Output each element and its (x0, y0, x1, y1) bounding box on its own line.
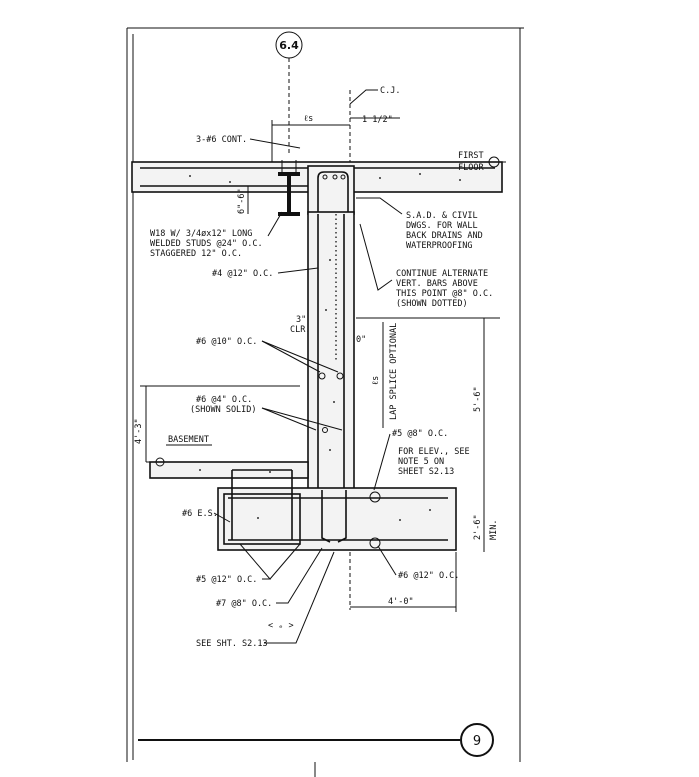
dim-four-zero: 4'-0" (388, 597, 414, 607)
note-cont-alt-3: THIS POINT @8" O.C. (396, 289, 493, 299)
note-n5-8: #5 @8" O.C. (392, 429, 448, 439)
level-first-1: FIRST (458, 151, 484, 161)
dim-clr-3: 3" (296, 315, 306, 325)
leader-n6-10b (261, 340, 339, 373)
note-sym: < ₑ > (268, 621, 294, 631)
beam-bottom-flange (278, 212, 300, 216)
dim-top-vert: 6"-6" (237, 188, 247, 214)
note-w18-2: WELDED STUDS @24" O.C. (150, 239, 263, 249)
dim-five-six: 5'-6" (473, 386, 483, 412)
leader-n5-12b (269, 543, 301, 580)
gridline-label: 6.4 (279, 39, 299, 52)
leader-cont (249, 138, 301, 149)
cont-bar-3 (340, 174, 346, 180)
wall-cap-hook (317, 171, 349, 214)
level-basement: BASEMENT (168, 435, 209, 445)
leader-n6-4a (261, 407, 317, 431)
leader-n7-8 (276, 547, 323, 604)
cont-bar-1 (322, 174, 328, 180)
dim-two-six: 2'-6" (473, 514, 483, 540)
footing-bar-bottom (369, 537, 381, 549)
leader-n4-12 (277, 267, 319, 274)
note-cont: 3-#6 CONT. (196, 135, 247, 145)
note-n6-10: #6 @10" O.C. (196, 337, 257, 347)
note-n7-8: #7 @8" O.C. (216, 599, 272, 609)
horiz-bar-2 (336, 372, 344, 380)
cont-bar-2 (332, 174, 338, 180)
dim-lap-splice: LAP SPLICE OPTIONAL (389, 323, 399, 420)
level-first-2: FLOOR (458, 163, 484, 173)
leader-w18 (267, 211, 283, 237)
note-n5-12: #5 @12" O.C. (196, 575, 257, 585)
basement-wall (307, 211, 355, 491)
note-sad-1: S.A.D. & CIVIL (406, 211, 478, 221)
leader-n5-8 (373, 433, 391, 491)
dim-zero: 0" (356, 335, 366, 345)
leader-n6-10a (261, 340, 321, 373)
dim-min: MIN. (489, 520, 499, 540)
beam-web (287, 176, 291, 212)
dim-ls-top: ℓs (304, 114, 313, 124)
note-n6-4-2: (SHOWN SOLID) (190, 405, 257, 415)
note-w18-3: STAGGERED 12" O.C. (150, 249, 242, 259)
dowel-bar-1 (321, 490, 331, 543)
note-see-sht: SEE SHT. S2.13 (196, 639, 268, 649)
note-n6-es: #6 E.S. (182, 509, 218, 519)
horiz-bar-1 (318, 372, 326, 380)
note-n4-12: #4 @12" O.C. (212, 269, 273, 279)
detail-number: 9 (473, 734, 481, 749)
note-cont-alt-4: (SHOWN DOTTED) (396, 299, 468, 309)
leader-n6-12 (377, 545, 397, 576)
note-n6-4-1: #6 @4" O.C. (196, 395, 252, 405)
note-elev-3: SHEET S2.13 (398, 467, 454, 477)
note-sad-4: WATERPROOFING (406, 241, 473, 251)
dim-one-half: 1 1/2" (362, 115, 393, 125)
beam-top-flange (278, 172, 300, 176)
leader-see-sht (264, 551, 335, 644)
leader-n6-es (213, 512, 231, 523)
footing-key (223, 493, 301, 545)
note-elev-1: FOR ELEV., SEE (398, 447, 470, 457)
dim-ls-lap: ℓs (371, 376, 381, 385)
note-elev-2: NOTE 5 ON (398, 457, 444, 467)
leader-n6-4b (261, 407, 343, 431)
dowel-bar-2 (337, 490, 347, 543)
note-cont-alt-2: VERT. BARS ABOVE (396, 279, 478, 289)
detail-number-bubble (460, 723, 494, 757)
horiz-bar-3 (322, 427, 328, 433)
note-w18-1: W18 W/ 3/4øx12" LONG (150, 229, 252, 239)
dim-clr-label: CLR. (290, 325, 310, 335)
leader-sad (356, 197, 403, 215)
note-n6-12: #6 @12" O.C. (398, 571, 459, 581)
note-sad-2: DWGS. FOR WALL (406, 221, 478, 231)
note-cont-alt-1: CONTINUE ALTERNATE (396, 269, 488, 279)
dim-four-three: 4'-3" (134, 418, 144, 444)
concrete-stipple (189, 173, 461, 521)
leader-cont-alt (359, 223, 393, 291)
cj-leader (349, 89, 378, 105)
cj-label: C.J. (380, 86, 400, 96)
note-sad-3: BACK DRAINS AND (406, 231, 483, 241)
basement-slab (149, 461, 309, 479)
footing-bar-top (369, 491, 381, 503)
